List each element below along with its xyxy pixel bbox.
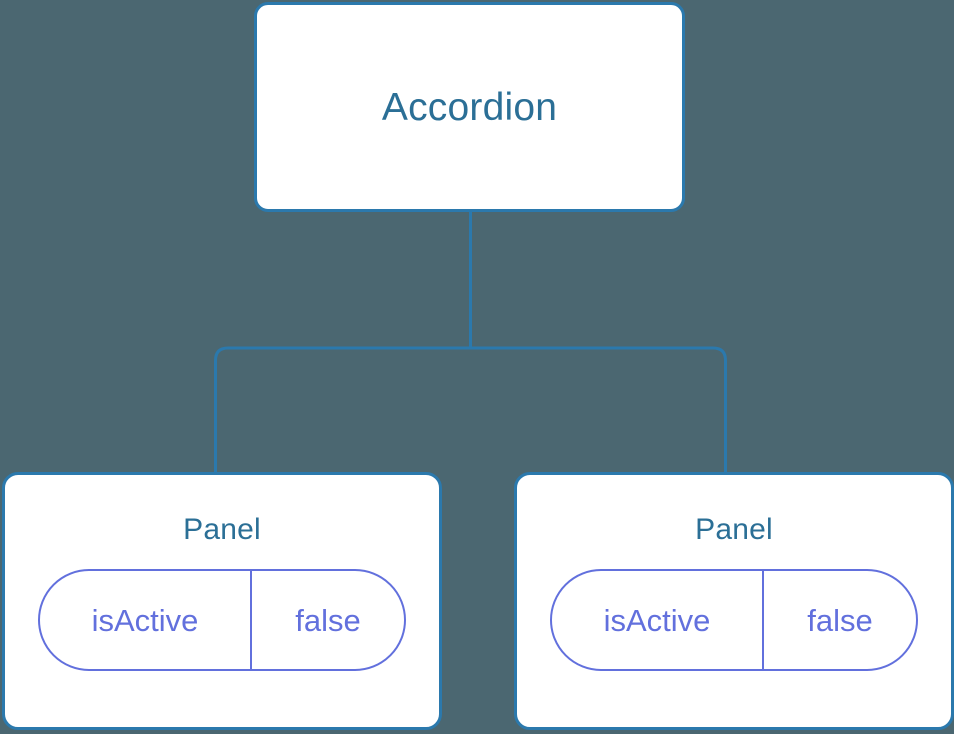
- node-accordion-title: Accordion: [381, 85, 558, 129]
- prop-key-isactive: isActive: [40, 571, 252, 669]
- edge-to-panel-2: [470, 346, 727, 478]
- node-panel-2[interactable]: Panel isActive false: [514, 472, 954, 730]
- node-accordion[interactable]: Accordion: [254, 2, 685, 212]
- edge-to-panel-1: [214, 346, 471, 478]
- prop-pill-panel-1[interactable]: isActive false: [38, 569, 406, 671]
- prop-value-isactive: false: [807, 602, 873, 638]
- prop-value-isactive: false: [295, 602, 361, 638]
- prop-key-isactive: isActive: [552, 571, 764, 669]
- node-panel-1-title: Panel: [183, 513, 261, 546]
- prop-pill-panel-2[interactable]: isActive false: [550, 569, 918, 671]
- node-panel-2-title: Panel: [695, 513, 773, 546]
- node-panel-1[interactable]: Panel isActive false: [2, 472, 442, 730]
